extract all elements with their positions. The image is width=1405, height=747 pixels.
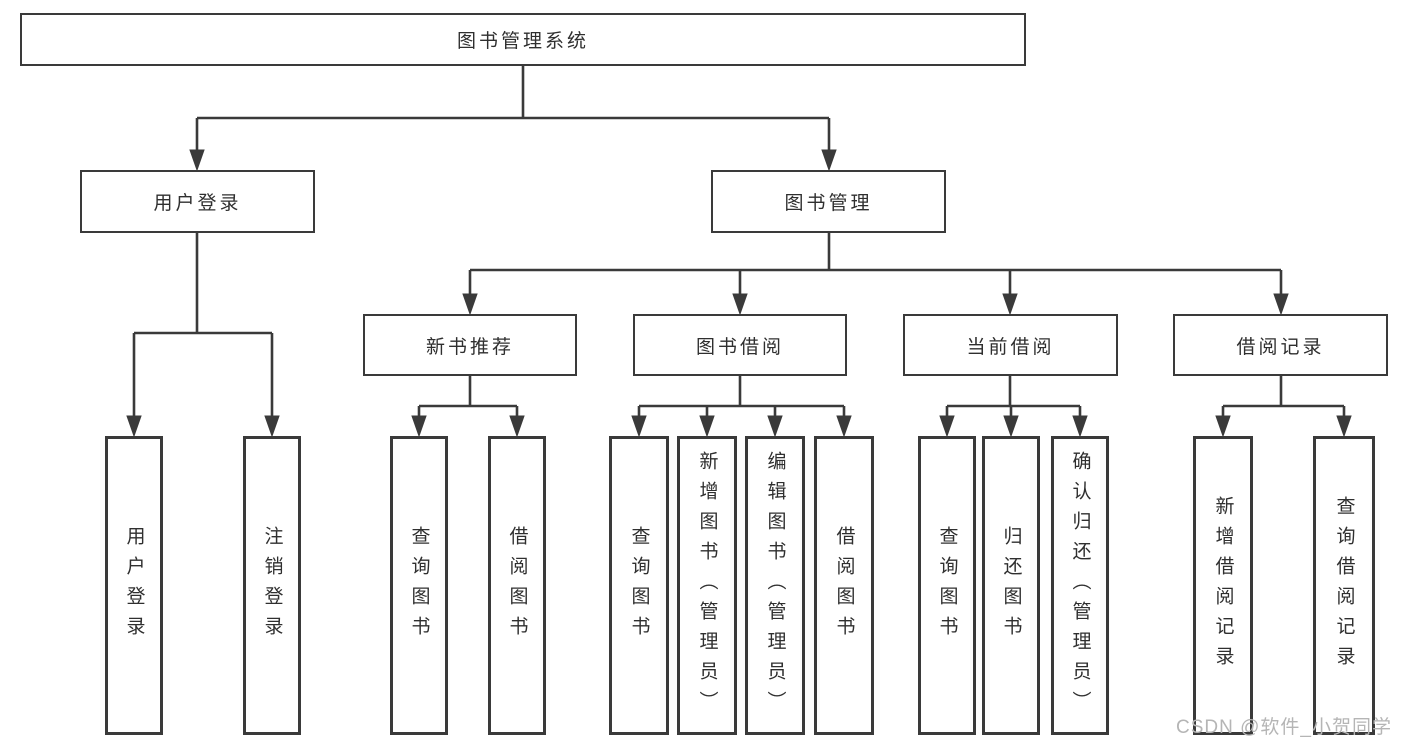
node-new-book-recommendation: 新书推荐	[363, 314, 577, 376]
edge-user-login-branch	[126, 233, 280, 438]
edge-current-borrow-branch	[939, 376, 1088, 438]
node-label: 用户登录	[123, 525, 145, 646]
node-leaf-confirm-return-admin: 确认归还（管理员）	[1051, 436, 1109, 735]
node-label: 编辑图书（管理员）	[764, 450, 786, 721]
node-current-borrowing: 当前借阅	[903, 314, 1118, 376]
node-leaf-query-borrow-record: 查询借阅记录	[1313, 436, 1375, 735]
node-label: 新增图书（管理员）	[696, 450, 718, 721]
node-leaf-query-book-2: 查询图书	[609, 436, 669, 735]
node-library-management-system: 图书管理系统	[20, 13, 1026, 66]
node-label: 注销登录	[261, 525, 283, 646]
node-label: 借阅图书	[506, 525, 528, 646]
node-book-management: 图书管理	[711, 170, 946, 233]
node-label: 查询图书	[936, 525, 958, 646]
node-label: 确认归还（管理员）	[1069, 450, 1091, 721]
node-label: 查询借阅记录	[1333, 495, 1355, 676]
csdn-watermark: CSDN @软件_小贺同学	[1176, 717, 1392, 738]
node-label: 归还图书	[1000, 525, 1022, 646]
edge-root-branch	[189, 66, 837, 172]
node-leaf-query-book-1: 查询图书	[390, 436, 448, 735]
node-leaf-edit-book-admin: 编辑图书（管理员）	[745, 436, 805, 735]
edge-new-book-rec-branch	[411, 376, 525, 438]
edge-book-mgmt-branch	[462, 233, 1289, 316]
node-leaf-query-book-3: 查询图书	[918, 436, 976, 735]
node-borrowing-records: 借阅记录	[1173, 314, 1388, 376]
node-leaf-return-book: 归还图书	[982, 436, 1040, 735]
edge-borrow-records-branch	[1215, 376, 1352, 438]
node-leaf-borrow-book-2: 借阅图书	[814, 436, 874, 735]
node-leaf-borrow-book-1: 借阅图书	[488, 436, 546, 735]
node-leaf-logout: 注销登录	[243, 436, 301, 735]
node-book-borrowing: 图书借阅	[633, 314, 847, 376]
node-leaf-add-book-admin: 新增图书（管理员）	[677, 436, 737, 735]
node-leaf-user-login: 用户登录	[105, 436, 163, 735]
node-label: 借阅图书	[833, 525, 855, 646]
node-user-login: 用户登录	[80, 170, 315, 233]
node-label: 查询图书	[628, 525, 650, 646]
node-leaf-add-borrow-record: 新增借阅记录	[1193, 436, 1253, 735]
node-label: 查询图书	[408, 525, 430, 646]
node-label: 新增借阅记录	[1212, 495, 1234, 676]
edge-book-borrow-branch	[631, 376, 852, 438]
